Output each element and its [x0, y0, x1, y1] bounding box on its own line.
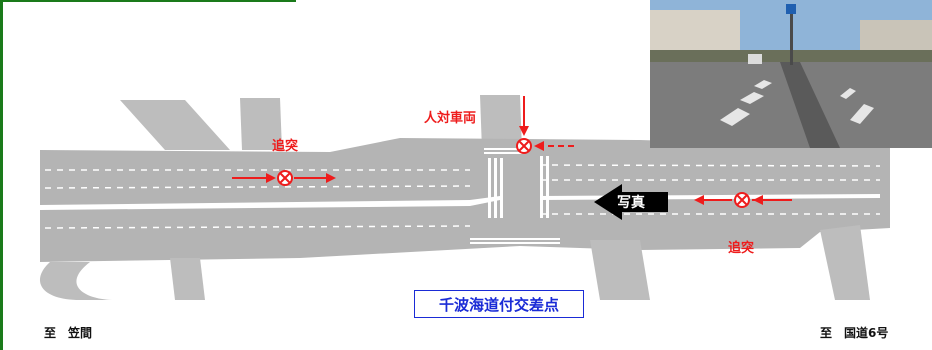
crosswalk-north — [484, 148, 524, 154]
road-branch-nw-2 — [240, 98, 282, 150]
road-branch-sw — [40, 262, 115, 300]
direction-label-east: 至 国道6号 — [820, 326, 889, 340]
road-south — [590, 240, 650, 300]
road-main — [40, 138, 890, 262]
crosswalk-south — [470, 238, 560, 244]
road-branch-se — [820, 225, 870, 300]
intersection-name-box: 千波海道付交差点 — [414, 290, 584, 318]
accident-label-rear-end-east: 追突 — [728, 241, 755, 256]
photo-direction-arrow — [594, 184, 668, 220]
photo-arrow-label: 写真 — [617, 195, 645, 211]
accident-marker-east — [694, 192, 792, 208]
accident-label-rear-end-west: 追突 — [272, 139, 299, 154]
median-west — [40, 196, 500, 210]
accident-marker-pedestrian — [516, 96, 575, 154]
crosswalk-east — [540, 156, 549, 218]
street-photo — [650, 0, 932, 148]
direction-label-west: 至 笠間 — [44, 326, 93, 340]
road-branch-sw-2 — [170, 258, 205, 300]
crosswalk-west — [488, 158, 503, 218]
lane-markings — [44, 164, 881, 229]
frame-top-border — [0, 0, 296, 2]
frame-left-border — [0, 0, 3, 350]
road-north — [480, 95, 522, 150]
accident-label-pedestrian: 人対車両 — [424, 111, 477, 126]
road-branch-nw-1 — [120, 100, 230, 150]
accident-marker-west — [232, 170, 336, 186]
